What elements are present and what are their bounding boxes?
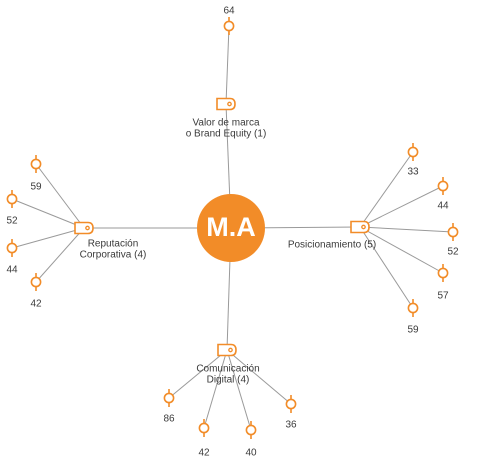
leaf-value-label: 59: [30, 182, 42, 193]
branch-label: Reputación: [88, 239, 139, 250]
pin-icon: [285, 395, 297, 413]
leaf-line: [168, 349, 228, 399]
pin-circle: [245, 424, 257, 436]
leaf-line: [226, 349, 292, 405]
leaf-value-label: 44: [437, 201, 449, 212]
pin-icon: [437, 177, 449, 195]
pin-circle: [407, 302, 419, 314]
leaf-line: [203, 349, 228, 429]
branch-label: Posicionamiento (5): [288, 240, 376, 251]
pin-icon: [163, 389, 175, 407]
leaf-value-label: 33: [407, 167, 419, 178]
tag-hole: [85, 225, 90, 231]
branch-label: Corporativa (4): [80, 250, 147, 261]
tag-icon: [74, 221, 94, 235]
pin-icon: [6, 239, 18, 257]
pin-icon: [30, 273, 42, 291]
pin-icon: [6, 190, 18, 208]
tag-icon: [350, 220, 370, 234]
pin-circle: [437, 180, 449, 192]
center-label: M.A: [206, 212, 256, 242]
tag-icon: [217, 343, 237, 357]
pin-circle: [447, 226, 459, 238]
pin-icon: [245, 421, 257, 439]
tag-body: [74, 221, 94, 235]
pin-circle: [30, 158, 42, 170]
branch-label: Digital (4): [207, 375, 250, 386]
pin-icon: [30, 155, 42, 173]
leaf-value-label: 52: [6, 216, 18, 227]
branch-label: o Brand Equity (1): [186, 129, 267, 140]
leaf-line: [359, 226, 454, 233]
pin-icon: [437, 264, 449, 282]
tag-body: [217, 343, 237, 357]
branch-label: Comunicación: [196, 364, 259, 375]
leaf-value-label: 42: [30, 299, 42, 310]
pin-circle: [407, 146, 419, 158]
leaf-value-label: 64: [223, 6, 235, 17]
branch-label: Valor de marca: [192, 118, 260, 129]
pin-circle: [30, 276, 42, 288]
pin-icon: [407, 299, 419, 317]
leaf-value-label: 57: [437, 291, 449, 302]
leaf-line: [359, 226, 444, 274]
pin-circle: [198, 422, 210, 434]
leaf-line: [35, 163, 85, 229]
leaf-value-label: 52: [447, 247, 459, 258]
leaf-line: [359, 185, 444, 228]
tag-body: [216, 97, 236, 111]
center-circle: [197, 194, 265, 262]
leaf-value-label: 40: [245, 448, 257, 459]
tag-icon: [216, 97, 236, 111]
pin-icon: [447, 223, 459, 241]
leaf-line: [11, 227, 85, 249]
leaf-value-label: 36: [285, 420, 297, 431]
pin-icon: [407, 143, 419, 161]
pin-circle: [6, 242, 18, 254]
pin-circle: [6, 193, 18, 205]
tag-hole: [361, 224, 366, 230]
pin-circle: [163, 392, 175, 404]
leaf-line: [11, 198, 85, 229]
tag-hole: [227, 101, 232, 107]
pin-circle: [285, 398, 297, 410]
leaf-line: [359, 226, 414, 309]
pin-circle: [437, 267, 449, 279]
leaf-value-label: 42: [198, 448, 210, 459]
leaf-line: [226, 349, 252, 431]
leaf-line: [35, 227, 85, 283]
center-node: M.A: [197, 194, 265, 262]
leaf-value-label: 44: [6, 265, 18, 276]
tag-body: [350, 220, 370, 234]
leaf-value-label: 86: [163, 414, 175, 425]
leaf-line: [225, 25, 230, 105]
tag-hole: [228, 347, 233, 353]
connector-lines: [11, 25, 454, 431]
leaf-line: [359, 151, 414, 228]
pin-circle: [223, 20, 235, 32]
pin-icon: [198, 419, 210, 437]
leaf-value-label: 59: [407, 325, 419, 336]
pin-icon: [223, 17, 235, 35]
